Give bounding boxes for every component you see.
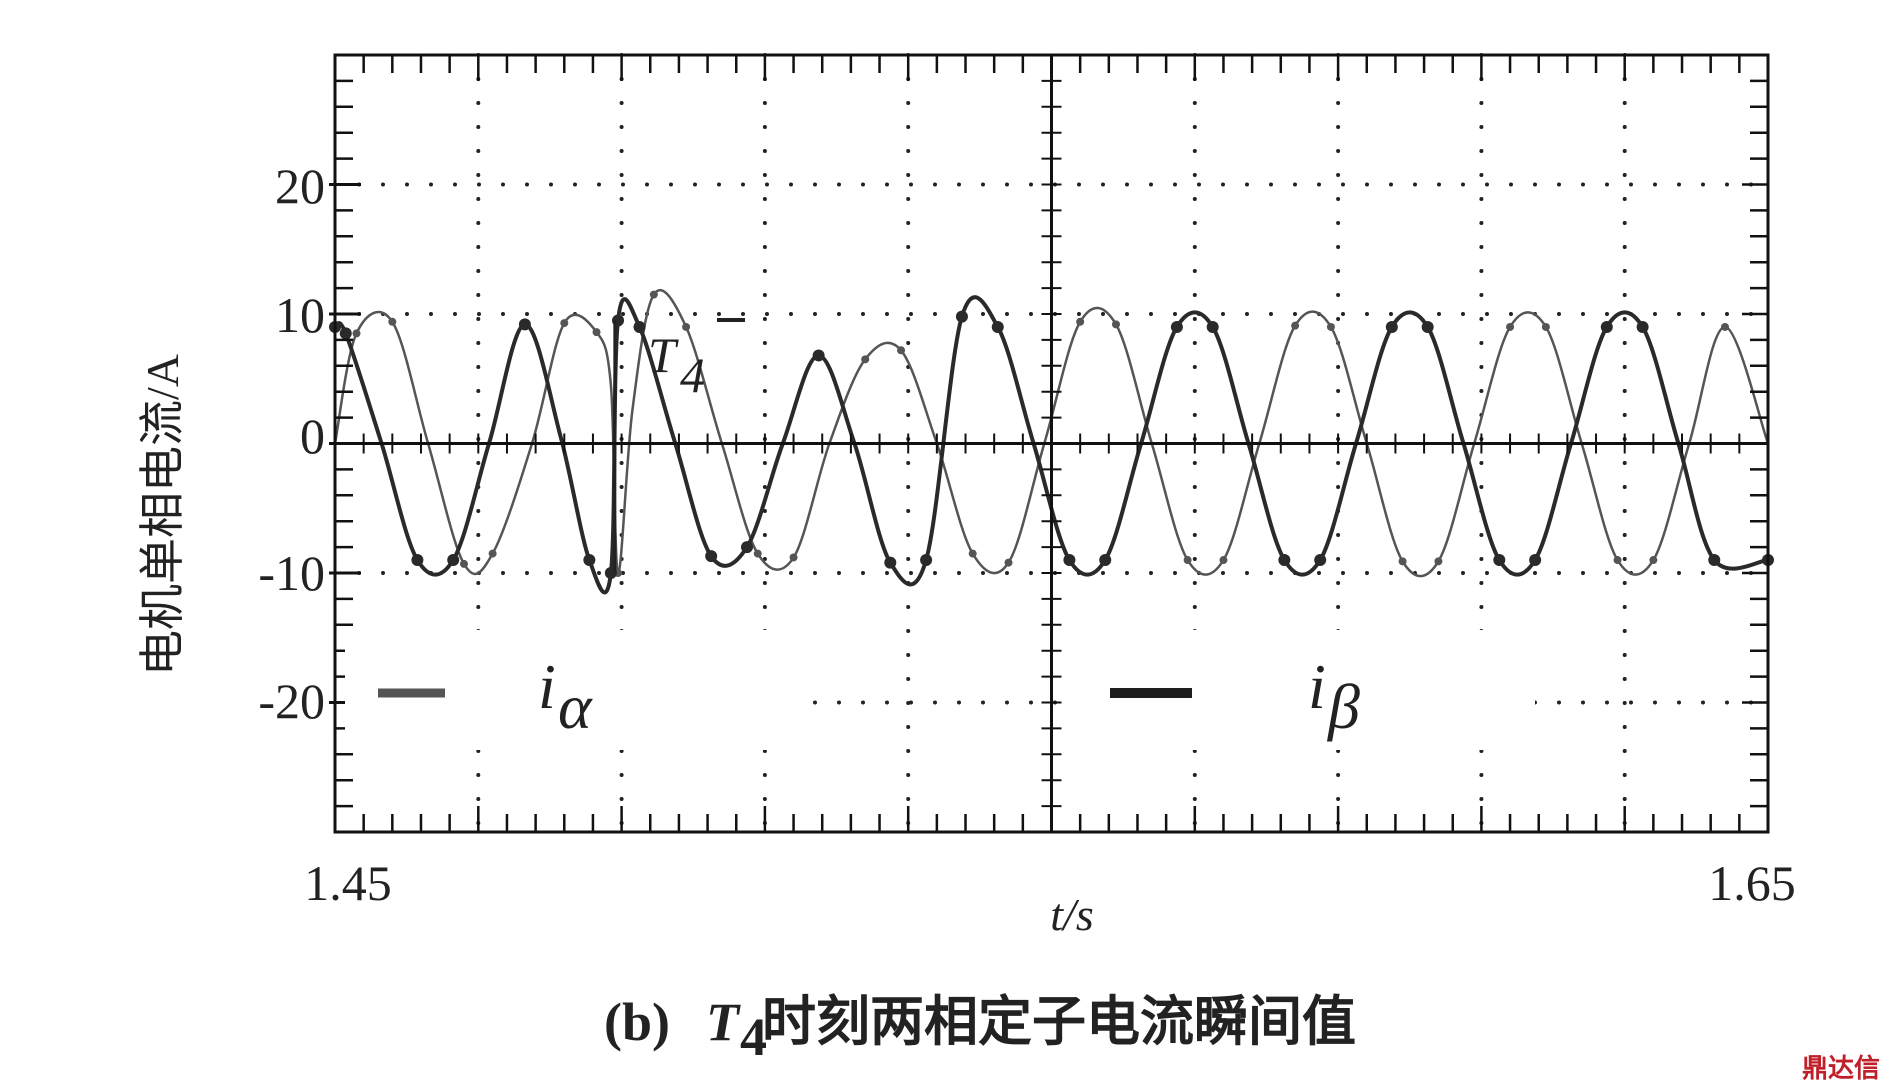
caption-symbol: T <box>706 992 741 1052</box>
series-point-ibeta <box>1636 320 1649 333</box>
series-point-ialpha <box>753 549 762 558</box>
legend-label-ialpha: i <box>538 651 556 722</box>
legend-item-ibeta: i β <box>1110 651 1360 742</box>
series-point-ibeta <box>991 320 1004 333</box>
y-axis-title: 电机单相电流/A <box>137 354 188 676</box>
series-point-ibeta <box>1493 554 1506 567</box>
series-point-ibeta <box>633 320 646 333</box>
series-point-ialpha <box>459 559 468 568</box>
caption-subscript: 4 <box>740 1007 767 1067</box>
x-axis-title: t/s <box>1050 889 1093 940</box>
y-tick-label-0: 0 <box>300 408 325 464</box>
series-point-ibeta <box>1206 320 1219 333</box>
series-point-ialpha <box>1326 322 1335 331</box>
series-point-ibeta <box>812 349 825 362</box>
series-point-ibeta <box>920 554 933 567</box>
series-point-ibeta <box>339 327 352 340</box>
series-point-ialpha <box>682 322 691 331</box>
series-point-ibeta <box>1421 320 1434 333</box>
series-point-ialpha <box>1076 317 1085 326</box>
series-point-ialpha <box>388 317 397 326</box>
series-point-ialpha <box>1398 557 1407 566</box>
series-point-ibeta <box>1278 554 1291 567</box>
series-point-ialpha <box>861 355 870 364</box>
y-tick-label-10: 10 <box>275 287 325 343</box>
series-point-ialpha <box>592 328 601 337</box>
series-point-ialpha <box>1183 556 1192 565</box>
series-point-ibeta <box>705 550 718 563</box>
series-point-ialpha <box>1721 322 1730 331</box>
series-point-ialpha <box>649 290 658 299</box>
series-point-ibeta <box>1099 554 1112 567</box>
series-point-ibeta <box>1063 554 1076 567</box>
ticks <box>329 55 1768 832</box>
y-tick-label-20: 20 <box>275 158 325 214</box>
series-point-ialpha <box>560 319 569 328</box>
legend-item-ialpha: i α <box>378 651 593 742</box>
series-point-ialpha <box>488 549 497 558</box>
series-point-ibeta <box>1529 554 1542 567</box>
series-point-ibeta <box>1600 320 1613 333</box>
series-point-ialpha <box>1291 321 1300 330</box>
series-point-ialpha <box>1613 556 1622 565</box>
t4-annotation-label: T <box>648 327 679 383</box>
legend-label-ibeta: i <box>1308 651 1326 722</box>
series-point-ibeta <box>583 554 596 567</box>
series-point-ibeta <box>884 556 897 569</box>
series-point-ialpha <box>1506 322 1515 331</box>
series-point-ialpha <box>897 346 906 355</box>
series-point-ibeta <box>740 541 753 554</box>
series-point-ialpha <box>1434 557 1443 566</box>
legend-sub-ialpha: α <box>558 671 593 742</box>
x-tick-label-start: 1.45 <box>304 855 392 911</box>
series-point-ibeta <box>447 554 460 567</box>
series-point-ibeta <box>1170 320 1183 333</box>
t4-annotation-subscript: 4 <box>680 347 705 403</box>
series-point-ialpha <box>1219 556 1228 565</box>
series-point-ibeta <box>518 318 531 331</box>
y-tick-label-neg20: -20 <box>258 673 325 729</box>
series-point-ialpha <box>352 329 361 338</box>
series-point-ialpha <box>789 553 798 562</box>
watermark-logo: 鼎达信 <box>1801 1054 1880 1084</box>
series-point-ibeta <box>955 310 968 323</box>
series-point-ialpha <box>968 549 977 558</box>
y-tick-label-neg10: -10 <box>258 545 325 601</box>
t4-annotation: T 4 <box>648 318 745 403</box>
series-point-ialpha <box>1541 322 1550 331</box>
series-point-ialpha <box>1111 320 1120 329</box>
x-tick-label-end: 1.65 <box>1708 855 1796 911</box>
caption-prefix: (b) <box>604 992 670 1052</box>
series-point-ibeta <box>1314 554 1327 567</box>
figure-caption: (b) T 4 时刻两相定子电流瞬间值 <box>604 992 1356 1067</box>
caption-suffix: 时刻两相定子电流瞬间值 <box>762 992 1356 1052</box>
legend-sub-ibeta: β <box>1326 671 1360 742</box>
series-point-ibeta <box>1385 320 1398 333</box>
series-point-ibeta <box>1708 554 1721 567</box>
series-point-ialpha <box>1004 558 1013 567</box>
series-point-ialpha <box>1649 556 1658 565</box>
series-point-ibeta <box>411 554 424 567</box>
